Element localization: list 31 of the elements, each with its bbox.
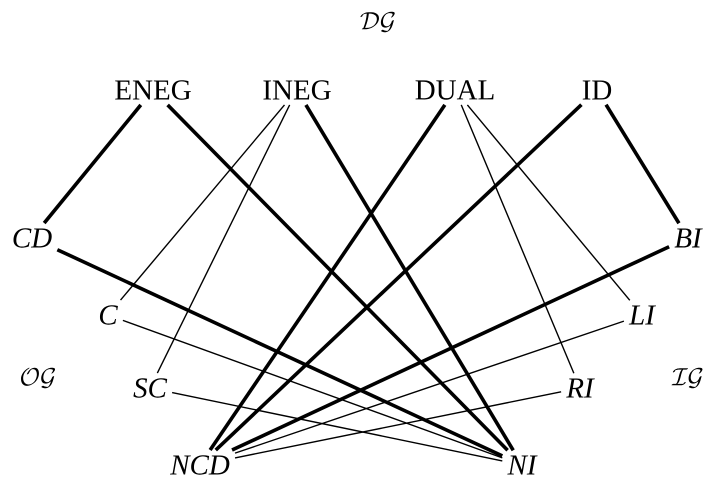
node-label: RI: [566, 378, 595, 398]
node-label: NCD: [170, 455, 230, 475]
connector-line: [42, 104, 142, 224]
node-label: LI: [628, 306, 656, 324]
connector-line: [156, 104, 290, 374]
connector-line: [56, 248, 504, 458]
connector-line: [208, 104, 446, 452]
connector-line: [466, 104, 630, 301]
connector-line: [122, 320, 503, 459]
connector-line: [604, 104, 680, 224]
connector-line: [304, 104, 515, 452]
node-label: DUAL: [416, 80, 494, 100]
connector-line: [120, 104, 286, 300]
node-label: ENEG: [115, 80, 191, 100]
node-label: INEG: [263, 80, 331, 100]
connector-line: [172, 392, 502, 462]
connector-line: [460, 104, 575, 374]
connector-line: [231, 245, 670, 452]
node-label: SC: [133, 378, 168, 398]
node-label: NI: [507, 455, 538, 474]
group-label: $\mathcal{OG}$: [21, 368, 56, 388]
group-label: $\mathcal{DG}$: [360, 12, 395, 32]
node-label: CD: [13, 228, 52, 248]
node-label: C: [100, 305, 118, 325]
connector-line: [214, 103, 583, 452]
group-label: $\mathcal{IG}$: [672, 368, 702, 388]
node-label: BI: [674, 228, 703, 248]
connector-line: [234, 391, 562, 459]
node-label: ID: [582, 80, 612, 100]
connector-line: [166, 104, 509, 452]
connector-line: [234, 320, 624, 454]
